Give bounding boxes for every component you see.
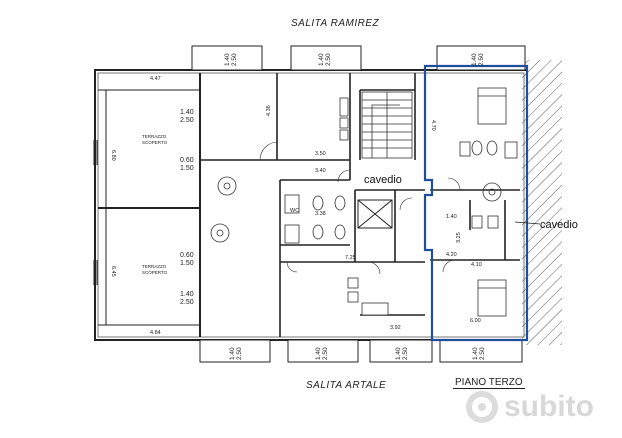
t-dim-140a: 1.40 (180, 109, 194, 116)
bal-bot3-b: 2.50 (402, 347, 409, 360)
cavedio-pointers (514, 221, 541, 225)
t-dim-250b: 2.50 (180, 299, 194, 306)
balcony-dim-labels: 1.40 2.50 1.40 2.50 1.40 2.50 1.40 2.50 … (224, 53, 486, 360)
cavedio-label-1: cavedio (364, 174, 402, 186)
t-dim-140b: 1.40 (180, 291, 194, 298)
dim-325: 3.25 (456, 232, 462, 243)
dim-600: 6.00 (470, 318, 481, 324)
watermark-logo-icon (466, 391, 498, 423)
t-dim-150a: 1.50 (180, 165, 194, 172)
t-dim-060b: 0.60 (180, 252, 194, 259)
staircase (361, 91, 413, 159)
terrace-labels: TERRAZZO SCOPERTO TERRAZZO SCOPERTO (142, 134, 168, 275)
bal-top3-b: 2.50 (478, 53, 485, 66)
bal-top2-a: 1.40 (318, 53, 325, 66)
bal-top1-a: 1.40 (224, 53, 231, 66)
dim-bottom-width: 4.84 (150, 330, 161, 336)
dim-725: 7.25 (345, 255, 356, 261)
highlighted-unit (423, 64, 529, 342)
terrace-1-l2: SCOPERTO (142, 140, 168, 145)
bottom-balconies (199, 339, 523, 363)
floor-label: PIANO TERZO (453, 377, 525, 389)
windows (93, 140, 98, 285)
bal-bot2-a: 1.40 (315, 347, 322, 360)
street-bottom-label: SALITA ARTALE (306, 380, 387, 391)
neighbor-hatch (522, 60, 562, 345)
dim-left-h-top: 6.80 (110, 150, 116, 161)
outer-walls (94, 69, 528, 341)
street-top-label: SALITA RAMIREZ (291, 18, 380, 29)
bal-bot2-b: 2.50 (322, 347, 329, 360)
dim-wc: WC (290, 208, 299, 214)
t-dim-150b: 1.50 (180, 260, 194, 267)
fixtures (284, 97, 518, 316)
t-dim-060a: 0.60 (180, 157, 194, 164)
terrace-2-l1: TERRAZZO (142, 264, 167, 269)
dim-392: 3.92 (390, 325, 401, 331)
dim-470: 4.70 (430, 120, 436, 131)
dim-140b: 1.40 (446, 214, 457, 220)
bal-bot1-b: 2.50 (236, 347, 243, 360)
dim-420: 4.20 (446, 252, 457, 258)
elevator (357, 199, 393, 229)
watermark-text: subito (504, 390, 594, 423)
bal-bot4-a: 1.40 (472, 347, 479, 360)
bal-top3-a: 1.40 (471, 53, 478, 66)
bal-bot4-b: 2.50 (479, 347, 486, 360)
cavedio-labels: cavedio cavedio (364, 174, 578, 231)
dim-left-h-bottom: 6.45 (110, 266, 116, 277)
spiral-stairs (210, 176, 502, 243)
dimension-labels: 4.47 4.84 6.80 6.45 4.36 3.50 3.40 3.38 … (110, 76, 482, 336)
dim-kitchen-h: 4.36 (266, 105, 272, 116)
bal-top2-b: 2.50 (325, 53, 332, 66)
bal-bot1-a: 1.40 (229, 347, 236, 360)
dim-410: 4.10 (471, 262, 482, 268)
door-swings (259, 141, 461, 275)
beds (477, 87, 507, 317)
dim-340: 3.40 (315, 168, 326, 174)
t-dim-250a: 2.50 (180, 117, 194, 124)
dim-350: 3.50 (315, 151, 326, 157)
bal-bot3-a: 1.40 (395, 347, 402, 360)
cavedio-label-2: cavedio (540, 219, 578, 231)
interior-walls (200, 73, 520, 337)
terraces (98, 73, 201, 337)
terrace-1-l1: TERRAZZO (142, 134, 167, 139)
dim-top-width: 4.47 (150, 76, 161, 82)
terrace-dims: 1.40 2.50 0.60 1.50 0.60 1.50 1.40 2.50 (180, 109, 194, 306)
dim-338: 3.38 (315, 211, 326, 217)
terrace-2-l2: SCOPERTO (142, 270, 168, 275)
watermark: subito (466, 390, 594, 424)
bal-top1-b: 2.50 (231, 53, 238, 66)
